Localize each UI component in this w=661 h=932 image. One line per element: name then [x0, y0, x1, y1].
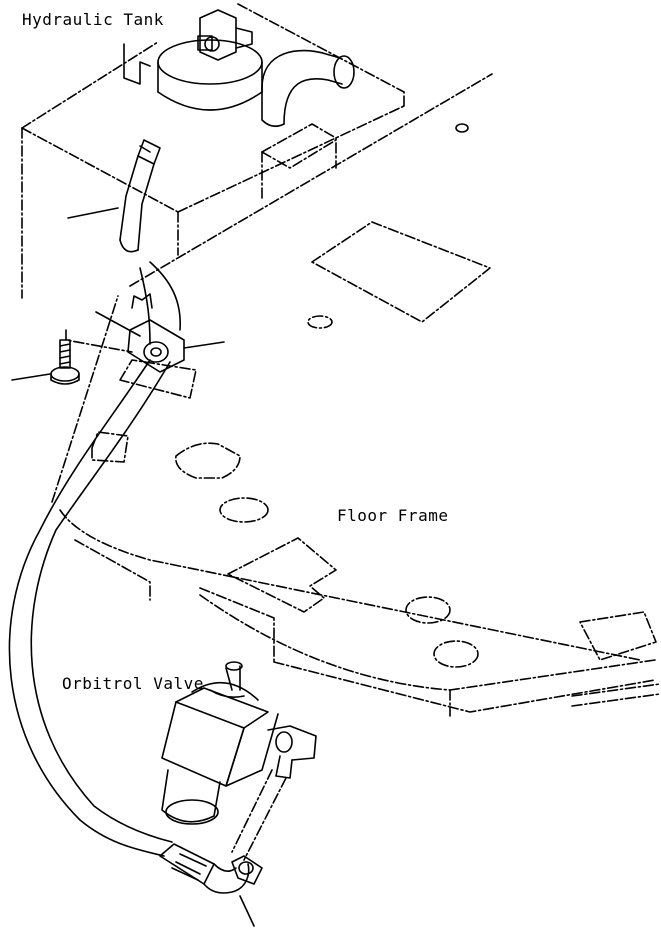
floor-frame: [51, 73, 661, 717]
valve-return-hose: [231, 769, 287, 861]
leader-lines: [11, 207, 255, 927]
hose-clamp: [65, 293, 197, 399]
bolt: [50, 339, 80, 385]
hydraulic-tank: [21, 3, 405, 299]
tank-bracket: [123, 43, 151, 85]
floor-cutouts: [91, 221, 657, 668]
hydraulic-tank-label: Hydraulic Tank: [22, 10, 164, 29]
floor-frame-label: Floor Frame: [337, 506, 449, 525]
hose-run: [8, 261, 181, 857]
orbitrol-valve: [161, 661, 317, 825]
orbitrol-valve-label: Orbitrol Valve: [62, 674, 204, 693]
tank-hose-end: [119, 139, 161, 253]
tank-cap-fitting: [197, 9, 253, 61]
tank-elbow-hose: [261, 49, 355, 128]
frame-hole: [455, 123, 469, 133]
valve-hose-end: [159, 843, 263, 894]
